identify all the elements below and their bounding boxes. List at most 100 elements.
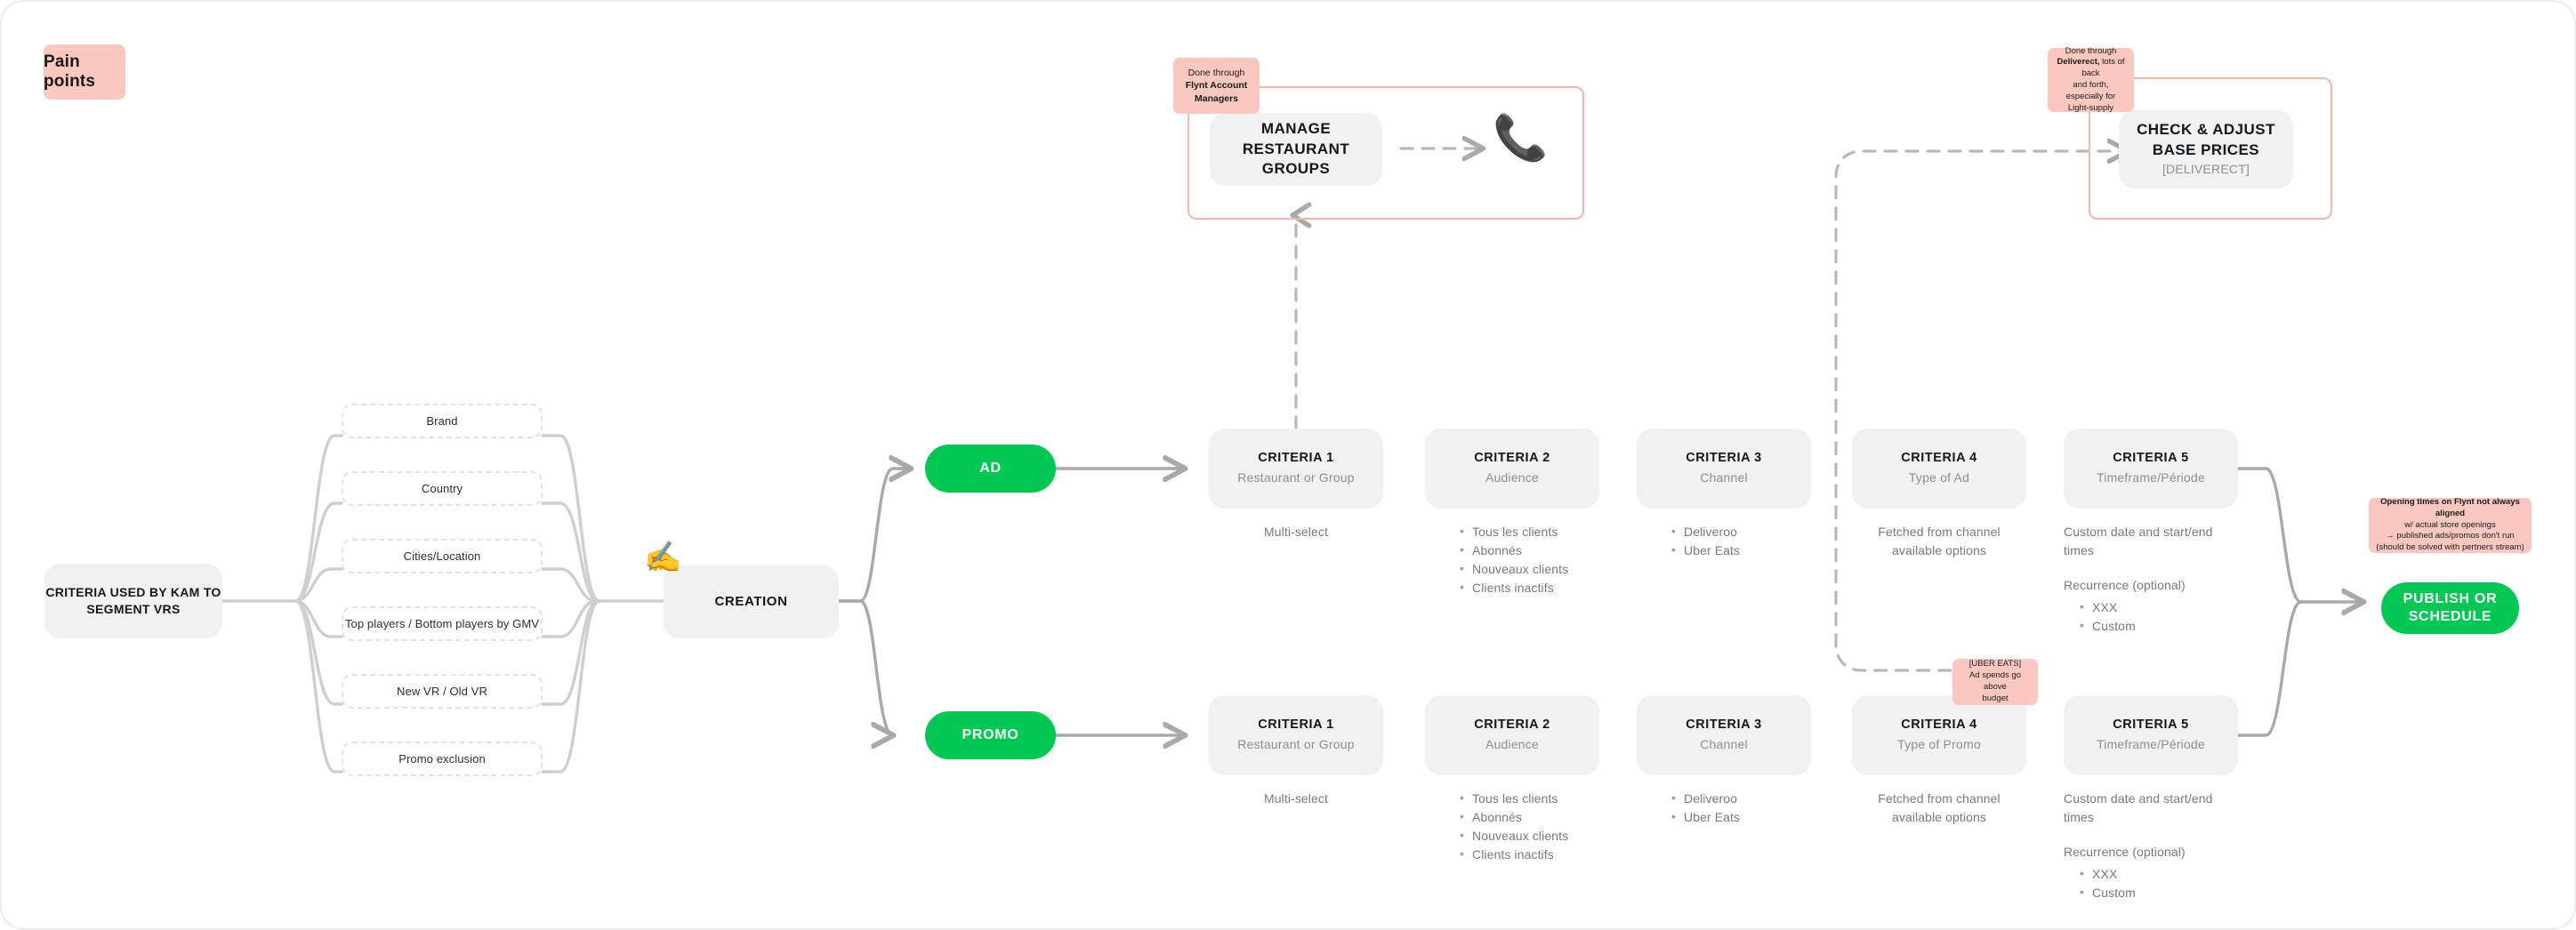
segment-chip-label: Country: [421, 482, 463, 495]
root-node-criteria-kam[interactable]: CRITERIA USED BY KAM TO SEGMENT VRS: [44, 564, 222, 638]
criteria-subtitle: Audience: [1485, 736, 1539, 751]
criteria-title: CRITERIA 3: [1686, 451, 1762, 466]
publish-label-line2: SCHEDULE: [2408, 609, 2492, 624]
list-item: XXX: [2078, 597, 2242, 617]
ad-criteria-5-card[interactable]: CRITERIA 5 Timeframe/Période: [2064, 429, 2238, 509]
branch-pill-promo[interactable]: PROMO: [925, 711, 1056, 759]
annotation-line-2: Deliverect, lots of back: [2054, 57, 2128, 80]
annotation-opening-times: Opening times on Flynt not always aligne…: [2369, 497, 2532, 553]
promo-criteria-5-card[interactable]: CRITERIA 5 Timeframe/Période: [2064, 695, 2238, 775]
criteria-title: CRITERIA 5: [2113, 451, 2189, 466]
promo-criteria-2-card[interactable]: CRITERIA 2 Audience: [1425, 695, 1599, 775]
annotation-line-4: Light-supply: [2067, 102, 2114, 113]
criteria-bullet-list: Tous les clients Abonnés Nouveaux client…: [1458, 522, 1636, 597]
creation-node[interactable]: CREATION: [664, 565, 839, 638]
list-item: Custom: [2078, 883, 2242, 902]
branch-pill-ad[interactable]: AD: [925, 445, 1056, 493]
criteria-subtitle: Timeframe/Période: [2097, 469, 2205, 485]
segment-chip-country[interactable]: Country: [342, 471, 543, 506]
segment-chip-top-bottom-players[interactable]: Top players / Bottom players by GMV: [342, 606, 543, 641]
caption-spacer: [2064, 560, 2242, 576]
caption-line: Multi-select: [1264, 525, 1328, 539]
recurrence-label: Recurrence (optional): [2064, 578, 2186, 592]
promo-criteria-4-card[interactable]: CRITERIA 4 Type of Promo: [1852, 695, 2026, 775]
list-item: Uber Eats: [1670, 807, 1847, 827]
ad-criteria-2-card[interactable]: CRITERIA 2 Audience: [1425, 429, 1599, 509]
criteria-title: CRITERIA 1: [1258, 451, 1334, 466]
criteria-title: CRITERIA 5: [2113, 718, 2189, 733]
recurrence-label: Recurrence (optional): [2064, 845, 2186, 859]
criteria-title: CRITERIA 4: [1901, 451, 1977, 466]
caption-line: Multi-select: [1264, 791, 1328, 806]
caption-line: available options: [1892, 543, 1986, 557]
annotation-line-1: Done through: [1187, 68, 1245, 79]
promo-criteria-4-caption: Fetched from channel available options: [1852, 790, 2026, 827]
criteria-subtitle: Channel: [1700, 736, 1748, 751]
annotation-line-3: and forth, especially for: [2065, 80, 2116, 101]
writing-hand-icon: ✍️: [644, 541, 682, 574]
criteria-title: CRITERIA 2: [1474, 451, 1550, 466]
legend-label: Pain points: [44, 52, 96, 91]
ad-criteria-5-caption: Custom date and start/end times Recurren…: [2064, 523, 2242, 636]
promo-criteria-3-card[interactable]: CRITERIA 3 Channel: [1637, 695, 1811, 775]
criteria-bullet-list: Tous les clients Abonnés Nouveaux client…: [1458, 789, 1636, 864]
criteria-title: CRITERIA 2: [1474, 718, 1550, 733]
root-node-label-line1: CRITERIA USED BY KAM TO: [45, 585, 221, 600]
annotation-line-3: Managers: [1194, 92, 1239, 104]
segment-chip-new-old-vr[interactable]: New VR / Old VR: [342, 674, 543, 709]
caption-line: Custom date and start/end: [2064, 525, 2213, 539]
recurrence-bullet-list: XXX Custom: [2064, 597, 2242, 636]
caption-line: available options: [1892, 810, 1986, 824]
caption-line: Fetched from channel: [1878, 791, 2000, 806]
list-item: Custom: [2078, 616, 2242, 636]
ad-criteria-3-card[interactable]: CRITERIA 3 Channel: [1637, 429, 1811, 509]
manage-groups-title-line1: MANAGE RESTAURANT: [1242, 119, 1350, 157]
annotation-uber-eats-budget: [UBER EATS] Ad spends go above budget: [1952, 659, 2038, 705]
segment-chip-brand[interactable]: Brand: [342, 404, 543, 438]
promo-criteria-1-card[interactable]: CRITERIA 1 Restaurant or Group: [1209, 695, 1383, 775]
list-item: Clients inactifs: [1458, 845, 1636, 864]
criteria-title: CRITERIA 3: [1686, 718, 1762, 733]
annotation-deliverect: Done through Deliverect, lots of back an…: [2048, 46, 2134, 113]
telephone-receiver-icon: 📞: [1493, 113, 1549, 163]
criteria-title: CRITERIA 4: [1901, 718, 1977, 733]
criteria-bullet-list: Deliveroo Uber Eats: [1670, 789, 1847, 827]
criteria-subtitle: Restaurant or Group: [1237, 736, 1355, 751]
list-item: Tous les clients: [1458, 522, 1636, 541]
segment-chip-promo-exclusion[interactable]: Promo exclusion: [342, 742, 543, 776]
ad-criteria-2-caption: Tous les clients Abonnés Nouveaux client…: [1458, 522, 1636, 597]
pain-frame-base-prices: [2089, 77, 2332, 220]
creation-node-label: CREATION: [714, 593, 788, 609]
criteria-subtitle: Type of Ad: [1908, 469, 1970, 485]
ad-criteria-1-card[interactable]: CRITERIA 1 Restaurant or Group: [1209, 429, 1383, 509]
list-item: Nouveaux clients: [1458, 826, 1636, 846]
annotation-line-1: [UBER EATS]: [1968, 659, 2022, 669]
caption-line: Fetched from channel: [1878, 525, 2000, 539]
caption-line: Custom date and start/end: [2064, 791, 2213, 806]
promo-criteria-5-caption: Custom date and start/end times Recurren…: [2064, 790, 2242, 902]
base-prices-subtitle: [DELIVERECT]: [2161, 162, 2250, 177]
annotation-line-4: (should be solved with pertners stream): [2376, 542, 2524, 553]
list-item: Abonnés: [1458, 541, 1636, 560]
list-item: Deliveroo: [1670, 522, 1847, 541]
manage-restaurant-groups-node[interactable]: MANAGE RESTAURANT GROUPS: [1210, 113, 1382, 186]
pain-frame-manage-groups: [1187, 86, 1584, 220]
ad-criteria-4-card[interactable]: CRITERIA 4 Type of Ad: [1852, 429, 2026, 509]
criteria-bullet-list: Deliveroo Uber Eats: [1670, 522, 1847, 560]
recurrence-bullet-list: XXX Custom: [2064, 864, 2242, 902]
branch-pill-label: PROMO: [962, 727, 1019, 742]
criteria-subtitle: Timeframe/Période: [2097, 736, 2205, 751]
segment-chip-cities-location[interactable]: Cities/Location: [342, 539, 543, 573]
publish-label-line1: PUBLISH OR: [2403, 591, 2498, 606]
segment-chip-label: Top players / Bottom players by GMV: [344, 617, 540, 630]
list-item: Nouveaux clients: [1458, 559, 1636, 579]
base-prices-title-line2: BASE PRICES: [2152, 141, 2260, 159]
legend-pain-points: Pain points: [44, 44, 125, 100]
promo-criteria-2-caption: Tous les clients Abonnés Nouveaux client…: [1458, 789, 1636, 864]
caption-line: times: [2064, 543, 2094, 557]
criteria-subtitle: Restaurant or Group: [1237, 469, 1355, 485]
list-item: Uber Eats: [1670, 541, 1847, 560]
check-adjust-base-prices-node[interactable]: CHECK & ADJUST BASE PRICES [DELIVERECT]: [2119, 110, 2293, 188]
publish-or-schedule-button[interactable]: PUBLISH OR SCHEDULE: [2381, 582, 2519, 634]
